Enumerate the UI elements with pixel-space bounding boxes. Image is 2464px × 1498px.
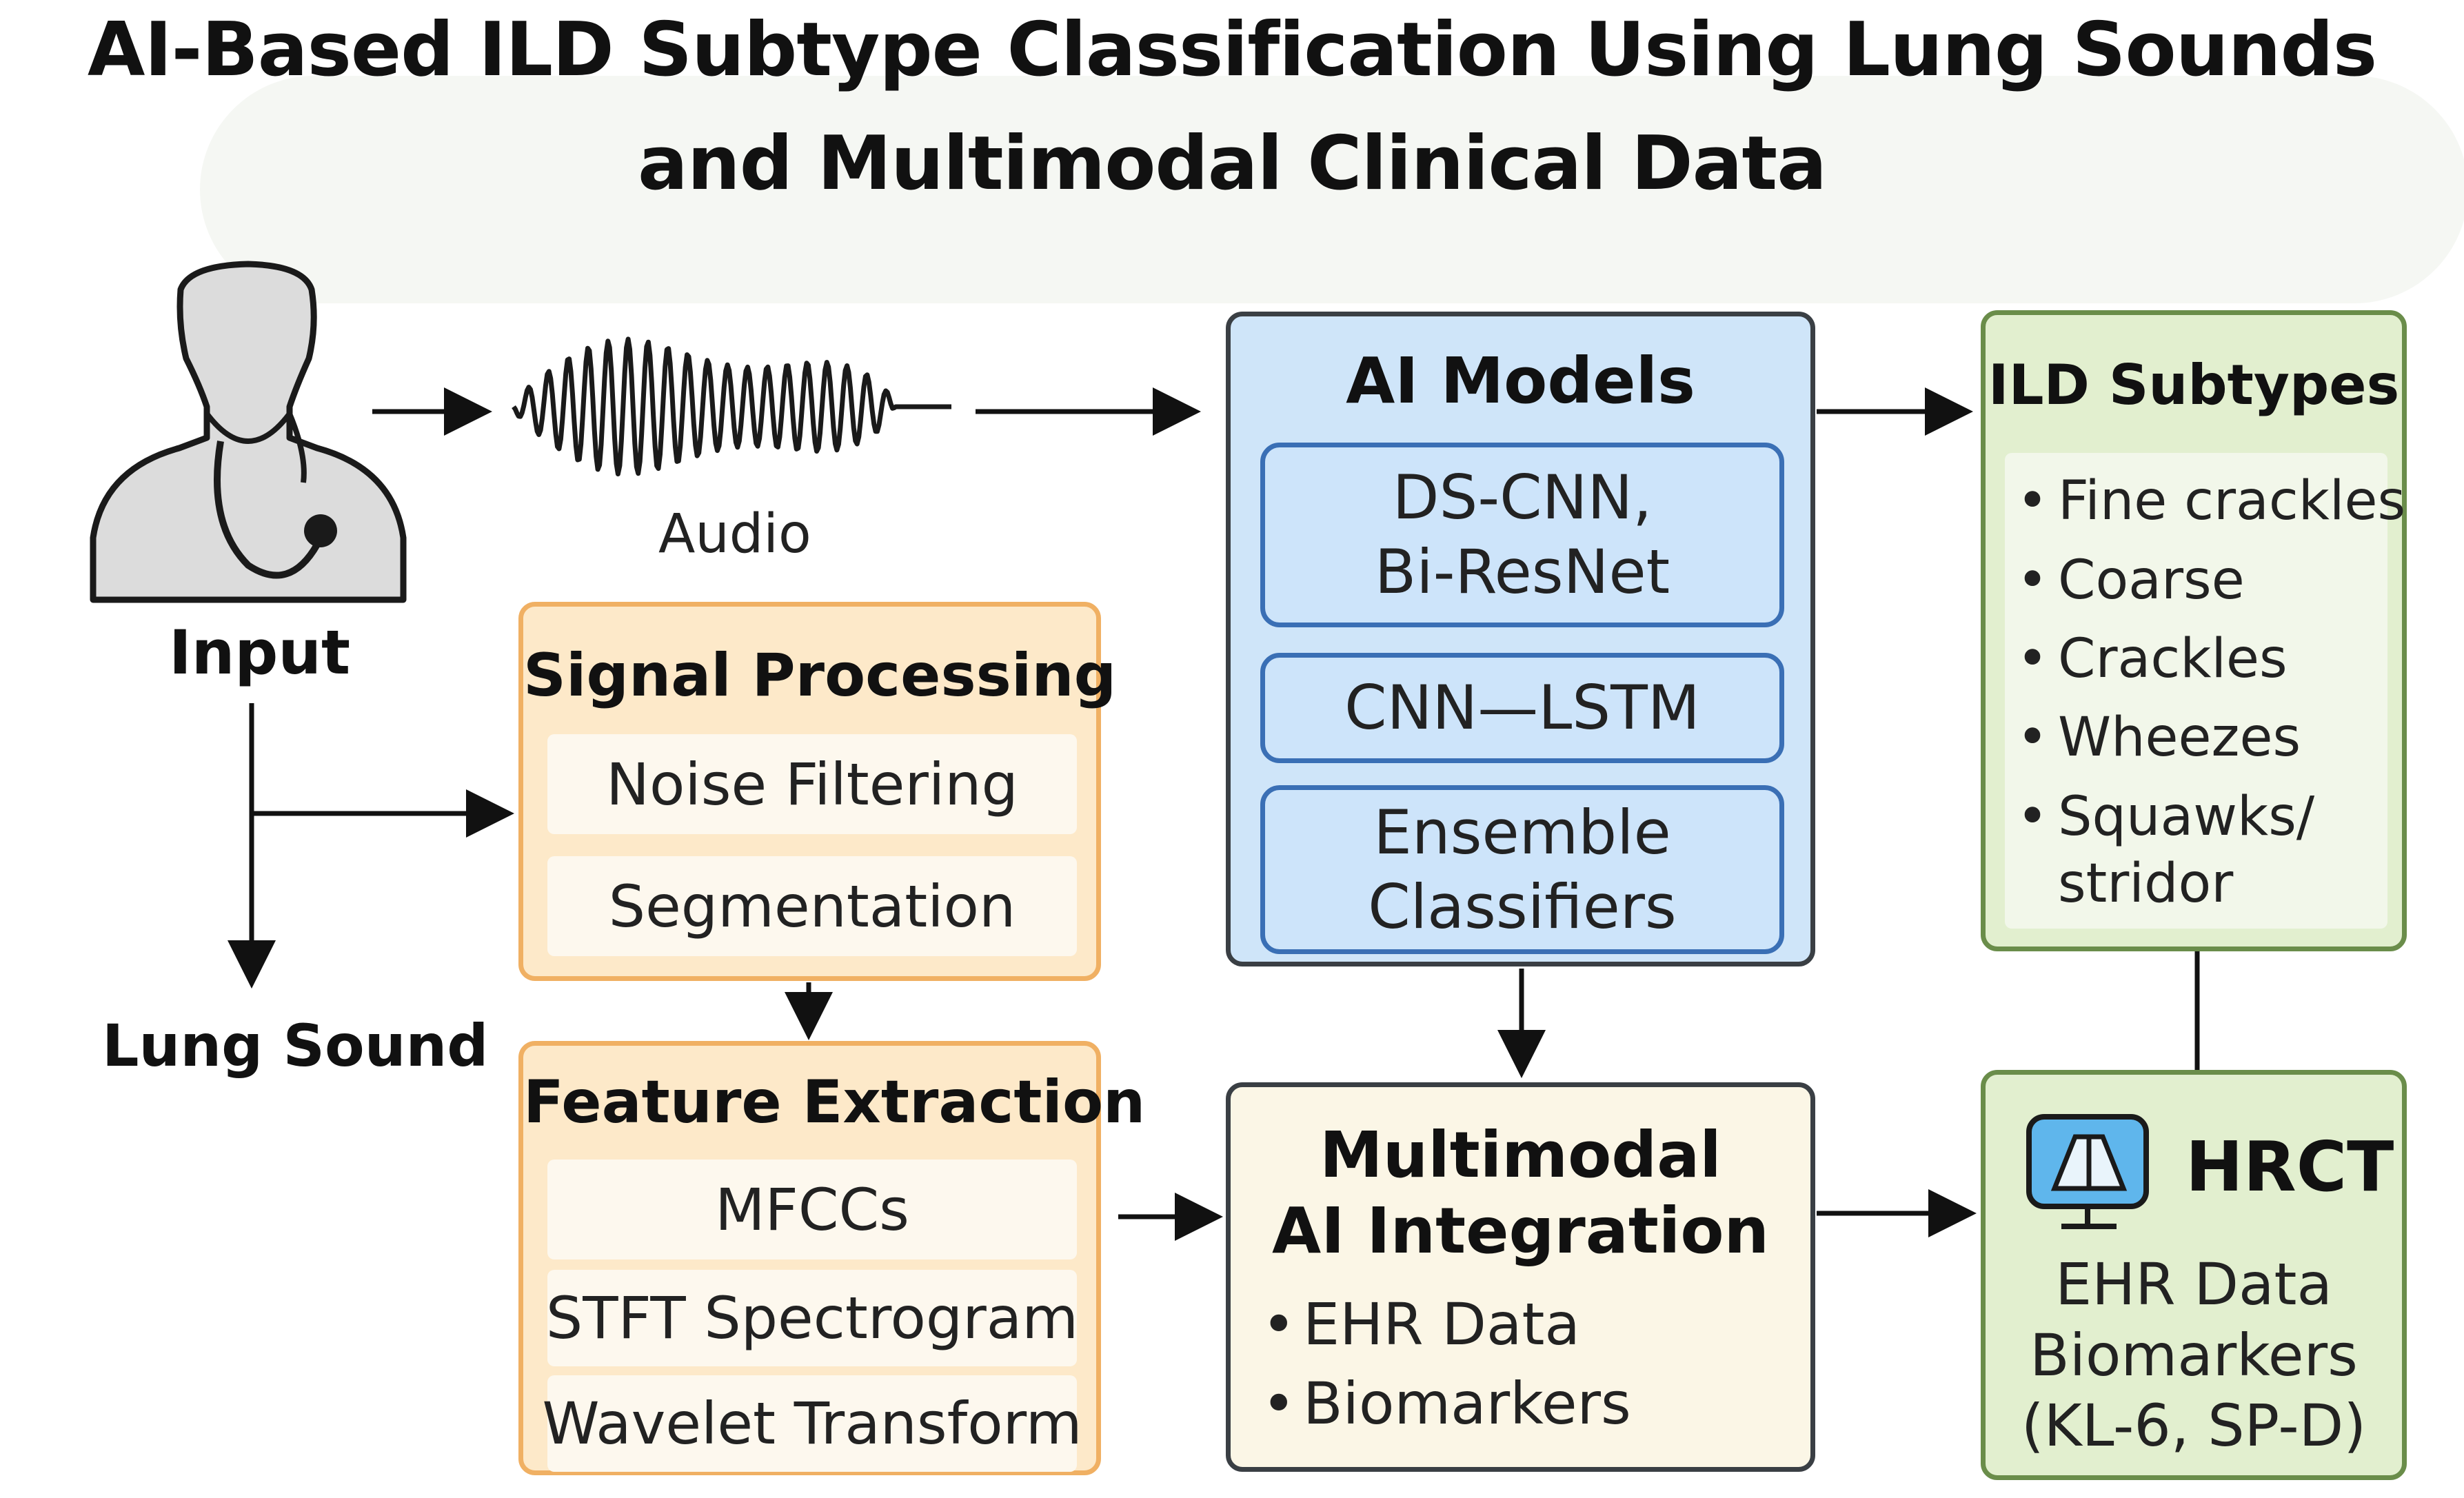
ensemble-classifiers-item: Ensemble Classifiers bbox=[1260, 785, 1784, 954]
stft-spectrogram-item: STFT Spectrogram bbox=[546, 1270, 1078, 1366]
feature-extraction-box: Feature Extraction MFCCs STFT Spectrogra… bbox=[518, 1041, 1146, 1475]
hrct-line-ehr: EHR Data bbox=[2055, 1251, 2332, 1318]
classifiers-line: Classifiers bbox=[1368, 871, 1677, 942]
bi-resnet-line: Bi-ResNet bbox=[1374, 536, 1670, 607]
multimodal-integration-box: Multimodal AI Integration •EHR Data •Bio… bbox=[1226, 1082, 1815, 1472]
ai-models-title: AI Models bbox=[1346, 344, 1695, 418]
feature-extraction-title: Feature Extraction bbox=[523, 1068, 1146, 1137]
subtype-text: Crackles bbox=[2058, 628, 2288, 690]
subtype-item-crackles: •Crackles bbox=[2017, 628, 2288, 690]
waveform-icon bbox=[512, 336, 953, 477]
multimodal-title-line-2: AI Integration bbox=[1271, 1194, 1770, 1268]
ehr-data-text: EHR Data bbox=[1303, 1290, 1580, 1358]
subtype-item-squawks: •Squawks/ bbox=[2017, 786, 2315, 848]
subtype-item-fine-crackles: •Fine crackles bbox=[2017, 470, 2406, 532]
multimodal-title-line-1: Multimodal bbox=[1320, 1118, 1721, 1192]
wavelet-transform-item: Wavelet Transform bbox=[542, 1375, 1082, 1472]
hrct-line-kl6-spd: (KL-6, SP-D) bbox=[2021, 1392, 2367, 1459]
biomarkers-text: Biomarkers bbox=[1303, 1370, 1631, 1437]
subtype-item-wheezes: •Wheezes bbox=[2017, 707, 2301, 769]
mfccs-item: MFCCs bbox=[547, 1160, 1077, 1259]
subtype-item-stridor: stridor bbox=[2058, 853, 2233, 915]
multimodal-item-ehr: •EHR Data bbox=[1262, 1290, 1580, 1358]
ild-subtypes-box: ILD Subtypes •Fine crackles •Coarse •Cra… bbox=[1981, 310, 2407, 951]
input-label: Input bbox=[169, 617, 351, 688]
subtype-text: stridor bbox=[2058, 853, 2234, 915]
multimodal-item-biomarkers: •Biomarkers bbox=[1262, 1370, 1631, 1437]
audio-label: Audio bbox=[658, 503, 811, 565]
noise-filtering-item: Noise Filtering bbox=[547, 734, 1077, 834]
diagram-title-line-1: AI-Based ILD Subtype Classification Usin… bbox=[87, 7, 2377, 93]
person-with-stethoscope-icon bbox=[90, 261, 407, 603]
ds-cnn-line: DS-CNN, bbox=[1392, 462, 1653, 533]
cnn-lstm-item: CNN—LSTM bbox=[1260, 653, 1784, 763]
subtype-text: Coarse bbox=[2058, 549, 2245, 611]
diagram-title-line-2: and Multimodal Clinical Data bbox=[638, 121, 1827, 207]
monitor-icon bbox=[2026, 1114, 2149, 1229]
cnn-lstm-line: CNN—LSTM bbox=[1344, 672, 1700, 743]
ild-subtypes-title: ILD Subtypes bbox=[1988, 353, 2400, 417]
segmentation-item: Segmentation bbox=[547, 856, 1077, 956]
signal-processing-title: Signal Processing bbox=[523, 641, 1117, 710]
title-background bbox=[200, 76, 2464, 303]
ai-models-box: AI Models DS-CNN, Bi-ResNet CNN—LSTM Ens… bbox=[1226, 312, 1815, 966]
lung-sound-label: Lung Sound bbox=[102, 1012, 489, 1080]
signal-processing-box: Signal Processing Noise Filtering Segmen… bbox=[518, 602, 1117, 981]
subtype-text: Squawks/ bbox=[2058, 786, 2315, 848]
subtype-item-coarse: •Coarse bbox=[2017, 549, 2245, 611]
ds-cnn-bi-resnet-item: DS-CNN, Bi-ResNet bbox=[1260, 443, 1784, 627]
ild-subtypes-list bbox=[2005, 453, 2387, 929]
subtype-text: Wheezes bbox=[2058, 707, 2301, 769]
hrct-box: HRCT EHR Data Biomarkers (KL-6, SP-D) bbox=[1981, 1070, 2407, 1480]
subtype-text: Fine crackles bbox=[2058, 470, 2406, 532]
hrct-title: HRCT bbox=[2185, 1126, 2394, 1207]
hrct-line-biomarkers: Biomarkers bbox=[2030, 1322, 2358, 1389]
ensemble-line: Ensemble bbox=[1373, 796, 1671, 868]
